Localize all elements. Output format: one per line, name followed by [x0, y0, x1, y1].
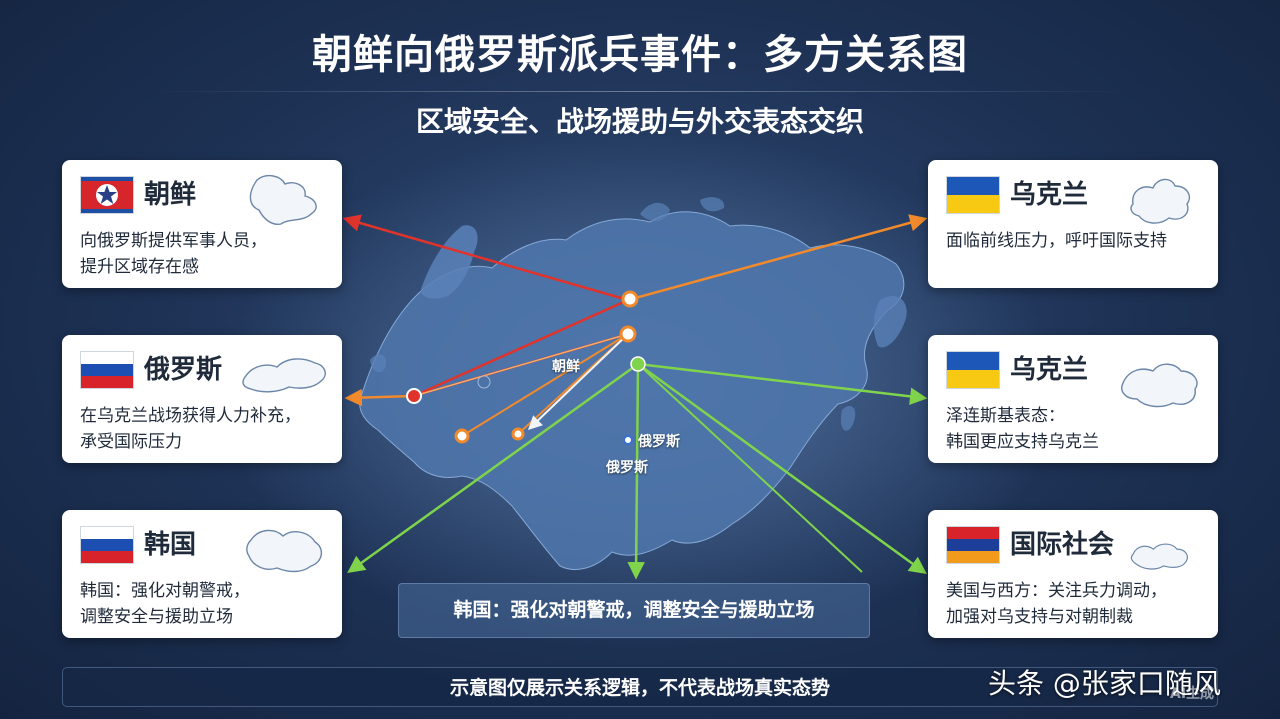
arrow-orange-to-russia-card — [344, 388, 415, 407]
card-description: 在乌克兰战场获得人力补充， 承受国际压力 — [80, 403, 330, 455]
desc-line: 提升区域存在感 — [80, 257, 199, 277]
desc-line: 加强对乌支持与对朝制裁 — [946, 607, 1133, 627]
page-title: 朝鲜向俄罗斯派兵事件：多方关系图 — [312, 32, 968, 78]
kamchatka — [873, 296, 907, 348]
card-ukraine-1[interactable]: 乌克兰 面临前线压力，呼吁国际支持 — [928, 160, 1218, 288]
arrow-orange-to-ukraine-card — [627, 214, 928, 302]
ukraine-map-icon — [1121, 363, 1198, 408]
card-title: 朝鲜 — [144, 180, 197, 210]
ukraine-flag-icon — [946, 176, 1000, 214]
card-north-korea[interactable]: 朝鲜 向俄罗斯提供军事人员， 提升区域存在感 — [62, 160, 342, 288]
world-map-icon — [1130, 543, 1188, 570]
british-isles — [370, 354, 387, 373]
eurasia-landmass — [359, 211, 905, 570]
desc-line: 面临前线压力，呼吁国际支持 — [946, 231, 1167, 251]
desc-line: 韩国：强化对朝警戒， — [80, 581, 250, 601]
arrow-green-to-south-korea-card — [347, 362, 639, 574]
north-korea-map-icon — [249, 174, 317, 225]
card-description: 美国与西方：关注兵力调动， 加强对乌支持与对朝制裁 — [946, 578, 1196, 630]
desc-line: 泽连斯基表态： — [946, 406, 1065, 426]
footer-disclaimer: 示意图仅展示关系逻辑，不代表战场真实态势 — [62, 667, 1218, 707]
desc-line: 向俄罗斯提供军事人员， — [80, 231, 267, 251]
card-international[interactable]: 国际社会 美国与西方：关注兵力调动， 加强对乌支持与对朝制裁 — [928, 510, 1218, 638]
card-russia[interactable]: 俄罗斯 在乌克兰战场获得人力补充， 承受国际压力 — [62, 335, 342, 463]
desc-line: 韩国更应支持乌克兰 — [946, 432, 1099, 452]
page-subtitle: 区域安全、战场援助与外交表态交织 — [415, 105, 864, 138]
scandinavia — [420, 225, 478, 299]
line-orange-1 — [461, 333, 629, 437]
card-description: 向俄罗斯提供军事人员， 提升区域存在感 — [80, 228, 330, 280]
node-ukraine-1 — [454, 428, 470, 444]
desc-line: 承受国际压力 — [80, 432, 182, 452]
desc-line: 美国与西方：关注兵力调动， — [946, 581, 1167, 601]
arrow-white — [527, 333, 629, 430]
line-orange-3 — [413, 333, 629, 397]
card-description: 泽连斯基表态： 韩国更应支持乌克兰 — [946, 403, 1196, 455]
map-label-russia-2: 俄罗斯 — [606, 460, 648, 476]
card-title: 乌克兰 — [1010, 180, 1089, 210]
russia-flag-icon — [80, 351, 134, 389]
ukraine-flag-icon — [946, 351, 1000, 389]
card-title: 乌克兰 — [1010, 355, 1089, 385]
desc-line: 调整安全与援助立场 — [80, 607, 233, 627]
card-title: 韩国 — [144, 530, 197, 560]
node-top — [621, 290, 639, 308]
russia-flag-icon — [80, 526, 134, 564]
node-ukraine-2 — [511, 427, 525, 441]
node-green — [630, 356, 646, 372]
center-summary-box: 韩国：强化对朝警戒，调整安全与援助立场 — [398, 583, 870, 638]
japan-islands — [840, 405, 856, 431]
node-mid — [619, 325, 637, 343]
arrow-green-to-center-box — [627, 363, 645, 580]
card-description: 面临前线压力，呼吁国际支持 — [946, 228, 1196, 254]
node-russia-label — [623, 435, 633, 445]
title-divider — [150, 91, 1130, 92]
map-label-russia-1: 俄罗斯 — [638, 434, 680, 450]
watermark-text: 头条 @张家口随风 — [988, 667, 1221, 700]
card-south-korea[interactable]: 韩国 韩国：强化对朝警戒， 调整安全与援助立场 — [62, 510, 342, 638]
arrow-green-to-intl-card — [637, 362, 927, 575]
arctic-islands — [640, 197, 725, 222]
armenia-style-flag-icon — [946, 526, 1000, 564]
desc-line: 在乌克兰战场获得人力补充， — [80, 406, 301, 426]
south-korea-map-icon — [246, 529, 322, 573]
russia-map-icon — [242, 358, 326, 393]
arrow-red-to-north-korea-card — [342, 214, 629, 302]
card-description: 韩国：强化对朝警戒， 调整安全与援助立场 — [80, 578, 330, 630]
line-green-to-mid — [637, 363, 863, 573]
node-target — [477, 375, 491, 389]
map-label-north-korea: 朝鲜 — [552, 359, 580, 375]
card-ukraine-2[interactable]: 乌克兰 泽连斯基表态： 韩国更应支持乌克兰 — [928, 335, 1218, 463]
node-europe — [406, 388, 422, 404]
line-red-to-europe — [413, 298, 629, 398]
card-title: 国际社会 — [1010, 530, 1115, 560]
arrow-green-to-ukraine-card-2 — [637, 362, 928, 406]
watermark-ai-label: AI生成 — [1170, 686, 1215, 702]
ukraine-map-icon — [1130, 178, 1191, 224]
north-korea-flag-icon — [80, 176, 134, 214]
card-title: 俄罗斯 — [144, 355, 223, 385]
